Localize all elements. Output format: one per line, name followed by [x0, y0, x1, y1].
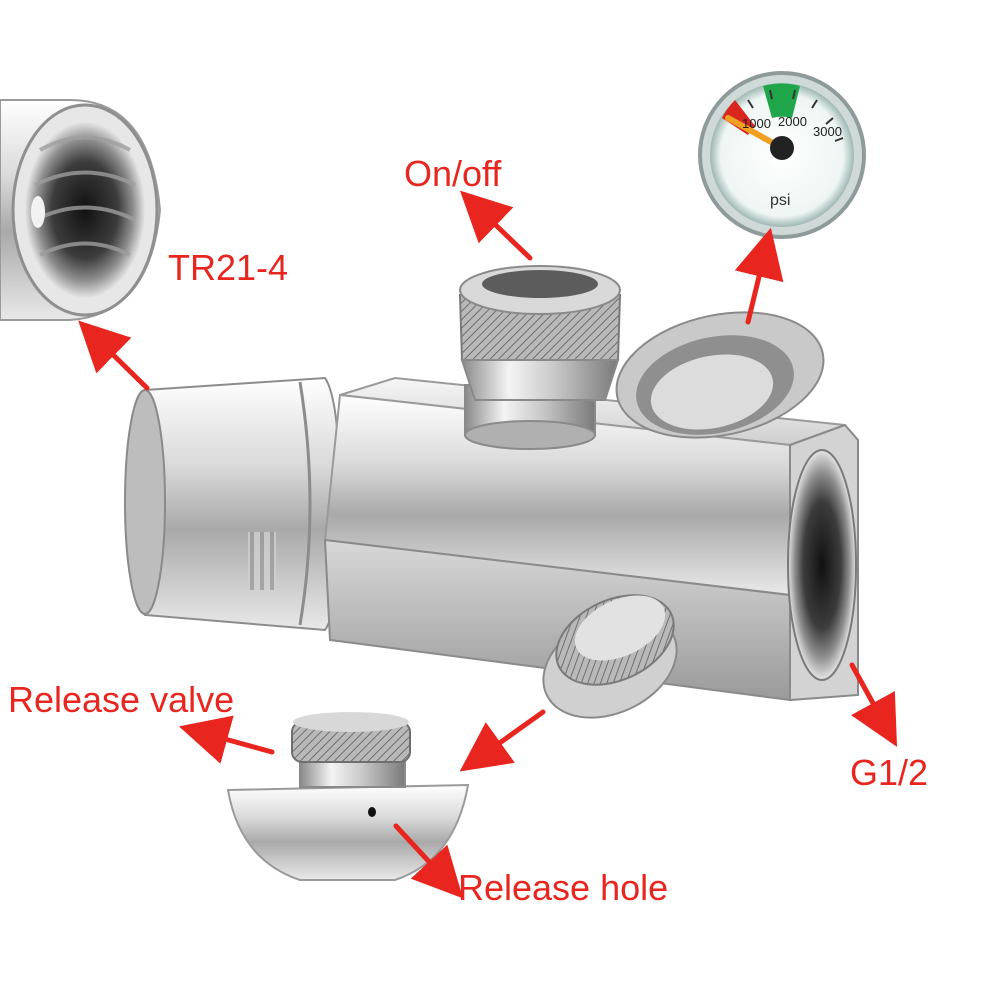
- arrow-on-off: [459, 190, 533, 261]
- label-g1-2: G1/2: [850, 752, 929, 793]
- arrow-tr21-4: [78, 320, 150, 391]
- arrow-gauge: [734, 227, 784, 325]
- tr21-4-detail: [0, 99, 162, 321]
- arrow-release-knob: [459, 709, 546, 772]
- label-release-hole: Release hole: [458, 867, 669, 908]
- adapter-body: [124, 376, 859, 702]
- release-valve-detail: [226, 712, 470, 881]
- gauge-unit: psi: [770, 192, 790, 209]
- label-tr21-4: TR21-4: [168, 247, 289, 288]
- gauge-tick-3000: 3000: [813, 124, 842, 139]
- arrow-release-hole: [393, 823, 463, 899]
- callout-arrows: [78, 190, 898, 899]
- release-valve-knob: [542, 594, 678, 719]
- gauge-tick-1000: 1000: [742, 116, 771, 131]
- label-release-valve: Release valve: [8, 679, 235, 720]
- gauge-tick-2000: 2000: [778, 114, 807, 129]
- label-on-off: On/off: [404, 153, 502, 194]
- arrow-g1-2: [849, 662, 898, 747]
- pressure-gauge: [698, 71, 866, 239]
- arrow-release-valve: [178, 715, 275, 764]
- gauge-port: [615, 311, 825, 439]
- release-hole-dot: [368, 807, 376, 817]
- on-off-knob: [458, 265, 622, 450]
